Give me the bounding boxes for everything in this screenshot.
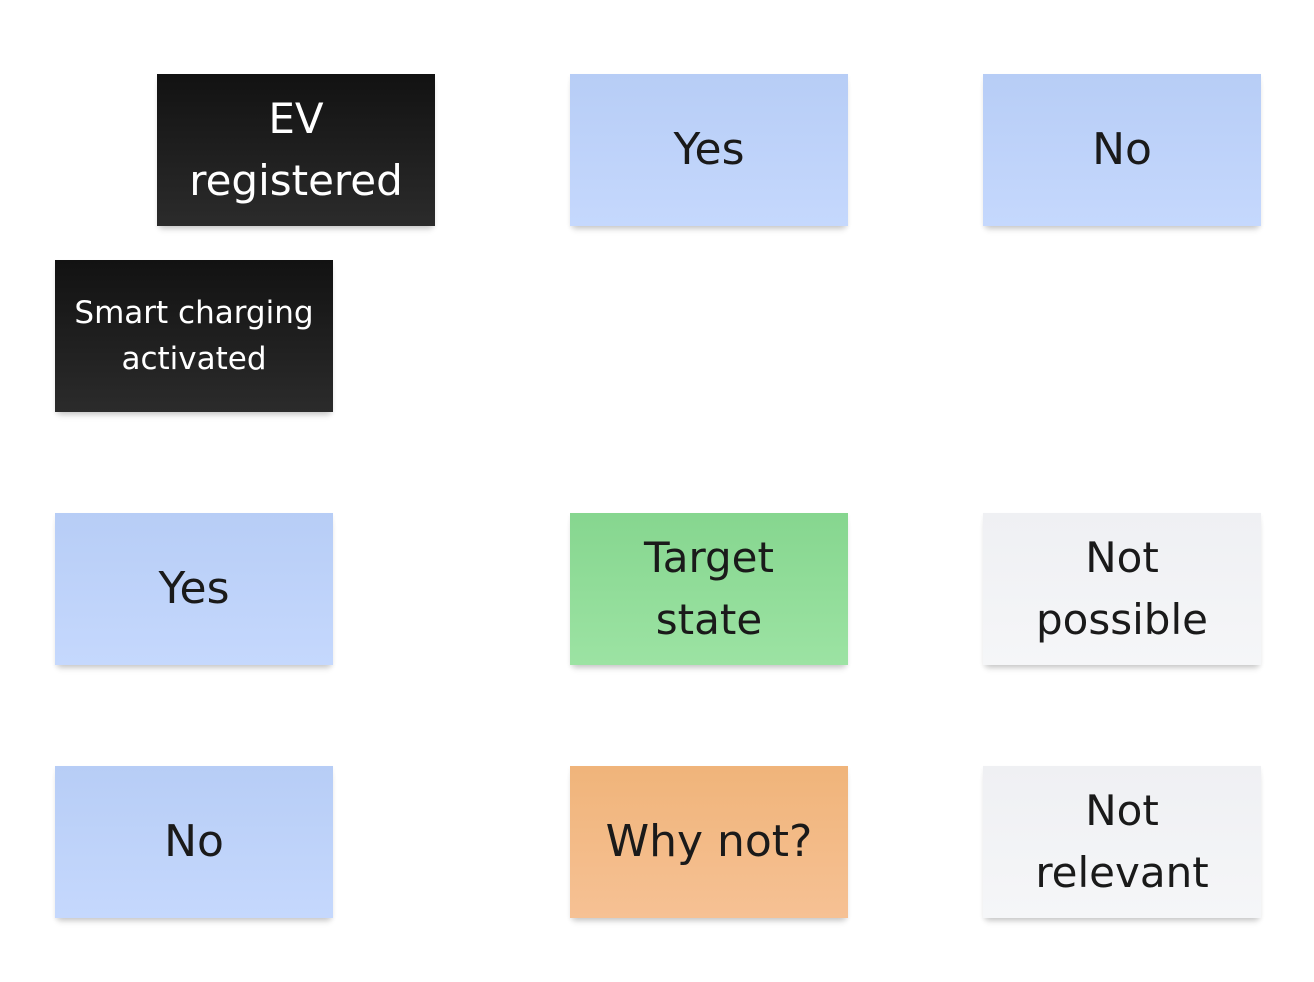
not-possible-label: Not possible — [1036, 533, 1208, 644]
not-relevant-note[interactable]: Not relevant — [983, 766, 1261, 918]
not-possible-note[interactable]: Not possible — [983, 513, 1261, 665]
target-state-label: Target state — [644, 533, 774, 644]
ev-yes-label: Yes — [673, 124, 745, 175]
why-not-label: Why not? — [605, 816, 813, 867]
target-state-note[interactable]: Target state — [570, 513, 848, 665]
why-not-note[interactable]: Why not? — [570, 766, 848, 918]
ev-registered-label: EV registered — [189, 94, 403, 205]
smart-charging-label: Smart charging activated — [74, 295, 314, 377]
ev-yes-note[interactable]: Yes — [570, 74, 848, 226]
smart-charging-note[interactable]: Smart charging activated — [55, 260, 333, 412]
smart-yes-label: Yes — [158, 563, 230, 614]
smart-no-label: No — [164, 816, 224, 867]
smart-no-note[interactable]: No — [55, 766, 333, 918]
ev-no-label: No — [1092, 124, 1152, 175]
ev-registered-note[interactable]: EV registered — [157, 74, 435, 226]
smart-yes-note[interactable]: Yes — [55, 513, 333, 665]
not-relevant-label: Not relevant — [1035, 786, 1209, 897]
ev-no-note[interactable]: No — [983, 74, 1261, 226]
